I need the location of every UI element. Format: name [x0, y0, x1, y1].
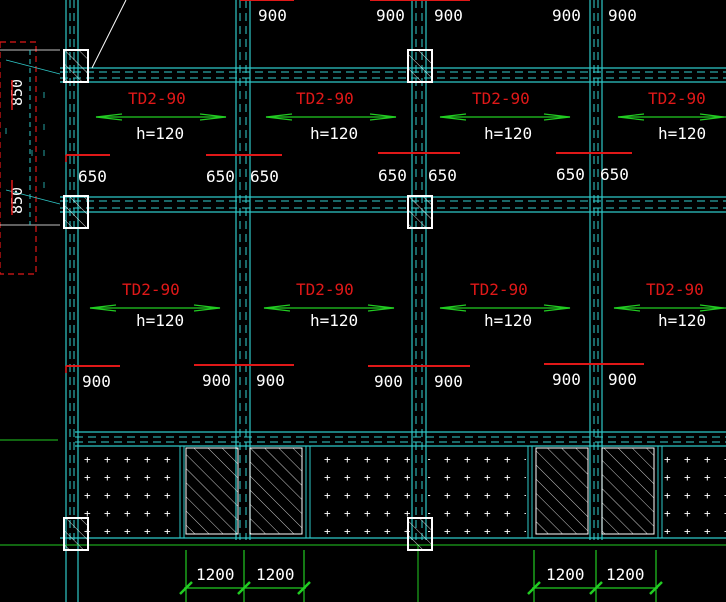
columns — [63, 49, 433, 551]
dim-1200: 1200 — [606, 565, 645, 584]
left-dim-850-top: 850 — [8, 79, 26, 106]
slab-thickness: h=120 — [658, 311, 706, 330]
rebar-dim: 900 — [552, 6, 581, 25]
rebar-dim: 650 — [78, 167, 107, 186]
slab-row-2: TD2-90 h=120 TD2-90 h=120 TD2-90 h=120 T… — [122, 280, 706, 330]
rebar-dims-mid-row: 650 650 650 650 650 650 650 — [78, 165, 629, 186]
slab-label: TD2-90 — [648, 89, 706, 108]
slab-label: TD2-90 — [470, 280, 528, 299]
rebar-dim: 650 — [206, 167, 235, 186]
column — [407, 49, 433, 83]
column — [63, 49, 89, 83]
slab-label: TD2-90 — [296, 89, 354, 108]
dim-1200: 1200 — [196, 565, 235, 584]
rebar-dims-low-row: 900 900 900 900 900 900 900 — [82, 370, 637, 391]
slab-thickness: h=120 — [658, 124, 706, 143]
column — [63, 517, 89, 551]
left-dim-850-bottom: 850 — [8, 187, 26, 214]
rebar-dim: 900 — [202, 371, 231, 390]
rebar-dim: 900 — [258, 6, 287, 25]
rebar-dim: 900 — [82, 372, 111, 391]
rebar-dim: 900 — [256, 371, 285, 390]
column — [407, 517, 433, 551]
rebar-dim: 900 — [376, 6, 405, 25]
left-dimension-block: 850 850 — [0, 41, 61, 275]
top-rebar-lines — [66, 0, 644, 367]
span-arrows — [89, 113, 726, 312]
column — [407, 195, 433, 229]
rebar-dim: 900 — [552, 370, 581, 389]
slab-label: TD2-90 — [472, 89, 530, 108]
left-tick-marks — [5, 92, 45, 188]
column — [63, 195, 89, 229]
slab-row-1: TD2-90 h=120 TD2-90 h=120 TD2-90 h=120 T… — [128, 89, 706, 143]
slab-thickness: h=120 — [310, 311, 358, 330]
slab-label: TD2-90 — [646, 280, 704, 299]
rebar-dim: 900 — [608, 370, 637, 389]
slab-label: TD2-90 — [128, 89, 186, 108]
dim-1200: 1200 — [256, 565, 295, 584]
rebar-dim: 650 — [428, 166, 457, 185]
dim-1200: 1200 — [546, 565, 585, 584]
slab-thickness: h=120 — [484, 124, 532, 143]
rebar-dim: 650 — [556, 165, 585, 184]
rebar-dim: 900 — [434, 6, 463, 25]
bottom-hatch-zone — [80, 446, 726, 538]
leader-line — [91, 0, 127, 69]
rebar-dim: 900 — [434, 372, 463, 391]
slab-thickness: h=120 — [136, 311, 184, 330]
reference-lines — [0, 439, 726, 602]
rebar-dims-top-row: 900 900 900 900 900 — [258, 6, 637, 25]
slab-thickness: h=120 — [136, 124, 184, 143]
rebar-dim: 900 — [374, 372, 403, 391]
slab-thickness: h=120 — [484, 311, 532, 330]
slab-thickness: h=120 — [310, 124, 358, 143]
rebar-dim: 900 — [608, 6, 637, 25]
rebar-dim: 650 — [378, 166, 407, 185]
slab-label: TD2-90 — [296, 280, 354, 299]
slab-label: TD2-90 — [122, 280, 180, 299]
bottom-dim-chain: 1200 1200 1200 1200 — [179, 550, 663, 602]
rebar-dim: 650 — [250, 167, 279, 186]
beam-dashed-lines — [60, 0, 726, 540]
rebar-dim: 650 — [600, 165, 629, 184]
